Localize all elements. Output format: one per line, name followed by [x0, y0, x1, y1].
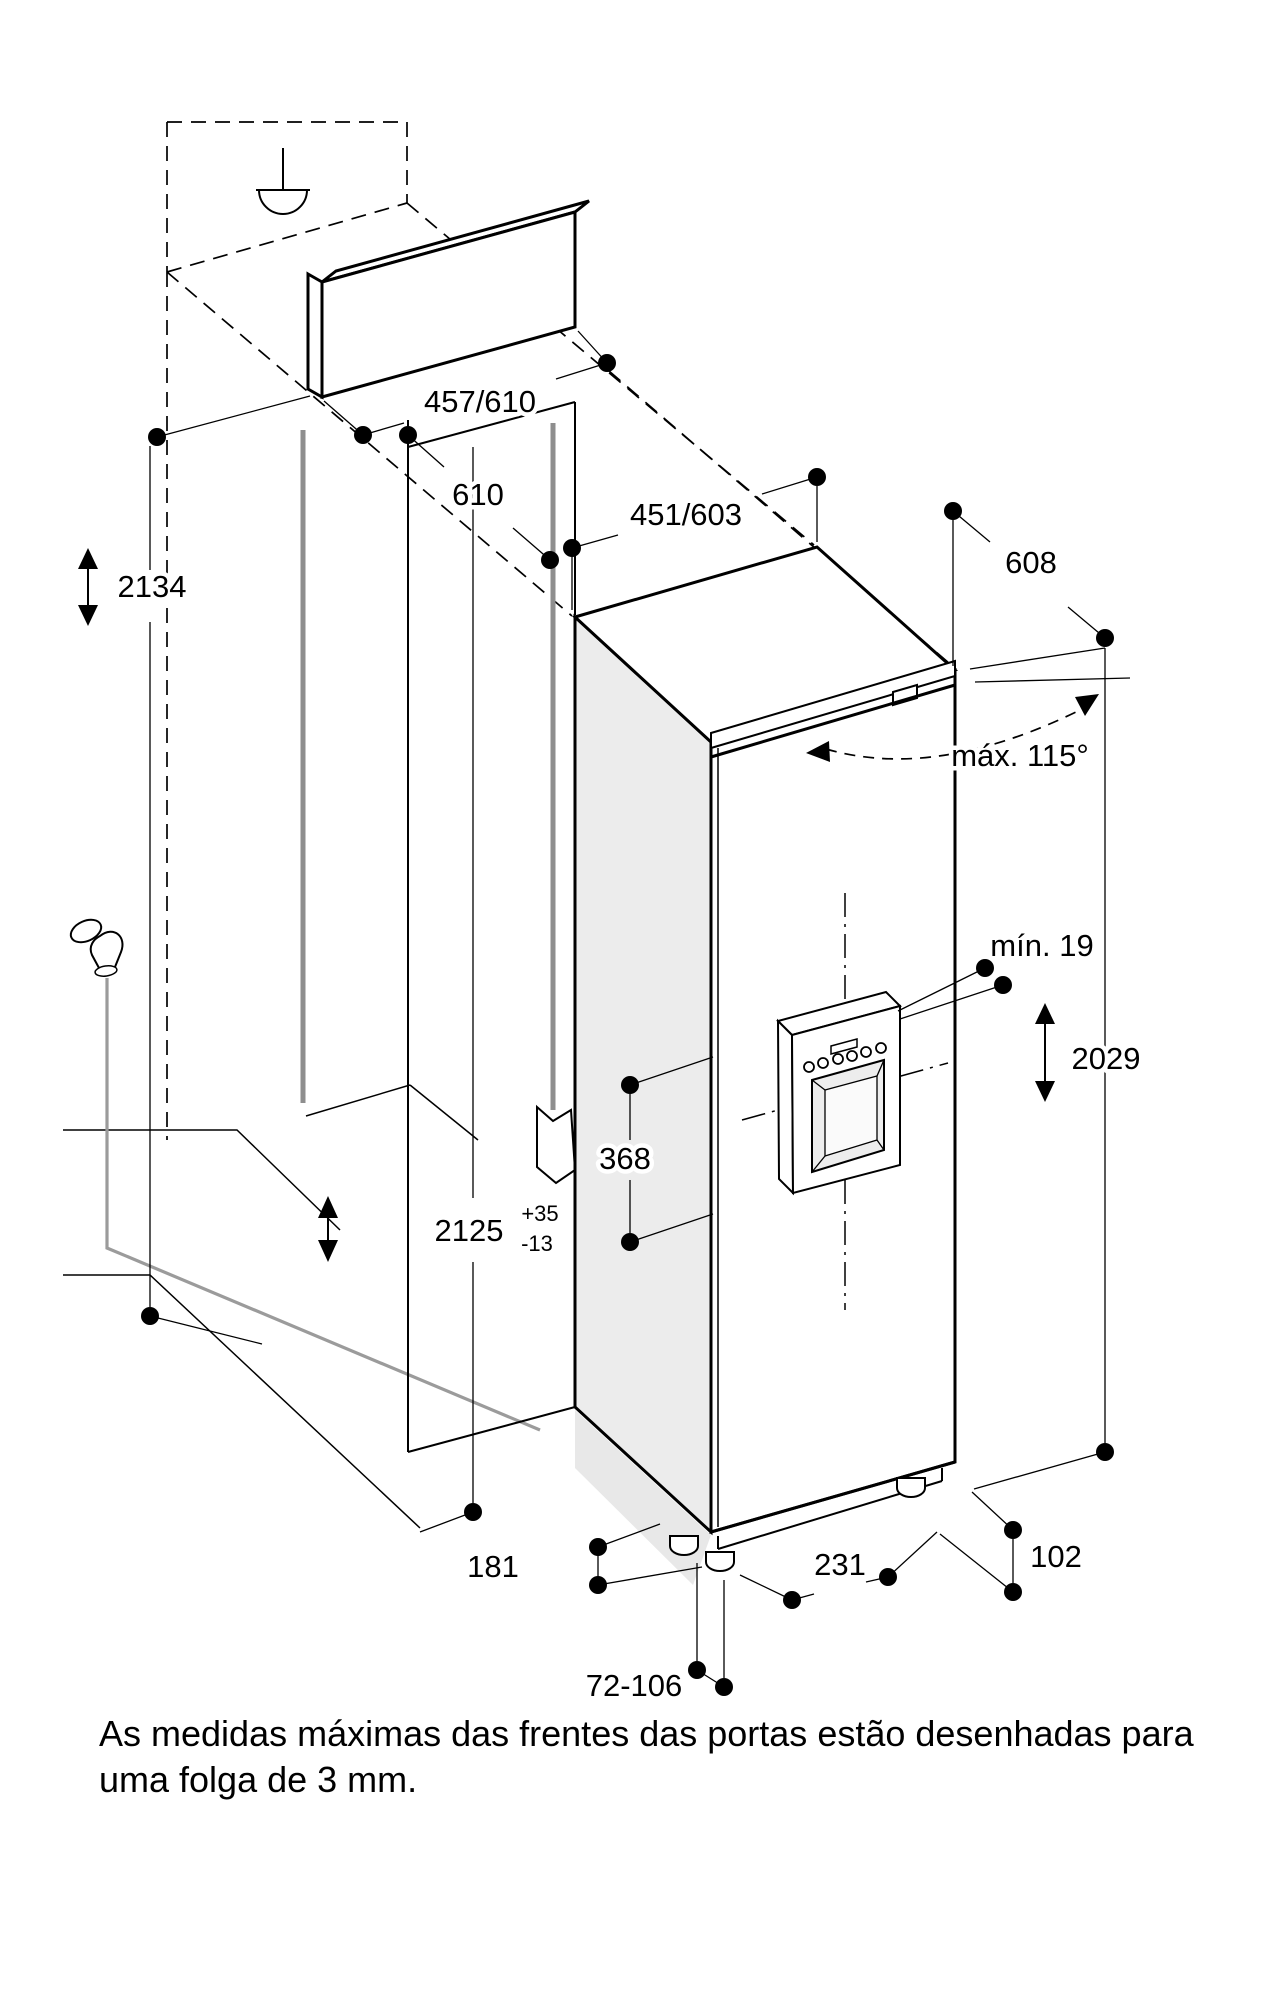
- dim-label-door-swing: máx. 115°: [951, 738, 1089, 773]
- caption-line-2: uma folga de 3 mm.: [99, 1759, 417, 1800]
- dim-label-right-height: 2029: [1072, 1041, 1141, 1076]
- dimension-dot: [589, 1538, 607, 1556]
- dimension-dot: [976, 959, 994, 977]
- dimension-dot: [464, 1503, 482, 1521]
- dim-foot-range: [688, 1563, 733, 1696]
- dim-base-right: [939, 1491, 1022, 1601]
- dimension-dot: [879, 1568, 897, 1586]
- dim-label-foot-range: 72-106: [586, 1668, 683, 1703]
- dim-niche-width: [399, 426, 559, 569]
- dim-base-left: [589, 1523, 703, 1594]
- dimension-dot: [783, 1591, 801, 1609]
- dimension-dot: [598, 354, 616, 372]
- dimension-dot: [1004, 1583, 1022, 1601]
- dim-label-min-gap: mín. 19: [990, 928, 1093, 963]
- service-cutout-notch: [536, 1104, 577, 1185]
- dimension-dot: [141, 1307, 159, 1325]
- dim-label-niche-width: 610: [452, 477, 504, 512]
- dimension-dot: [621, 1076, 639, 1094]
- dimension-dot: [354, 426, 372, 444]
- dispenser-centerline-horizontal: [741, 1062, 949, 1121]
- dimension-dot: [994, 976, 1012, 994]
- cabinet-base: [669, 1460, 956, 1572]
- caption-line-1: As medidas máximas das frentes das porta…: [99, 1713, 1195, 1754]
- door-swing-arc: [806, 647, 1131, 762]
- dim-cabinet-depth: [944, 502, 1114, 1490]
- dispenser-buttons: [803, 1042, 887, 1073]
- dim-label-cabinet-depth: 608: [1005, 545, 1057, 580]
- water-supply-line: [105, 978, 541, 1432]
- dimension-dot: [715, 1678, 733, 1696]
- dimension-dot: [1004, 1521, 1022, 1539]
- dim-right-height: [1035, 1003, 1055, 1102]
- dim-label-base-right: 102: [1030, 1539, 1082, 1574]
- floor-lines: [63, 1129, 421, 1529]
- dim-top-panel: [323, 330, 616, 444]
- dim-min-gap: [897, 959, 1012, 1020]
- dimension-dot: [688, 1661, 706, 1679]
- niche-structure: [300, 401, 577, 1453]
- dimension-dot: [944, 502, 962, 520]
- dim-cutout-height: [621, 1056, 714, 1251]
- power-socket-icon: [256, 148, 310, 215]
- dim-label-base-mid: 231: [814, 1547, 866, 1582]
- door-handle-strip: [710, 659, 956, 759]
- dimension-dot: [541, 551, 559, 569]
- dim-base-mid: [739, 1531, 938, 1609]
- dim-label-base-left: 181: [467, 1549, 519, 1584]
- adjustable-foot: [705, 1551, 735, 1572]
- dim-door-width: [563, 468, 826, 610]
- dim-label-door-width: 451/603: [630, 497, 742, 532]
- dimension-dot: [399, 426, 417, 444]
- dim-label-cutout-height: 368: [599, 1141, 651, 1176]
- dim-left-height: [78, 395, 311, 1345]
- dim-label-top-panel: 457/610: [424, 384, 536, 419]
- dimension-dot: [808, 468, 826, 486]
- water-tap-icon: [69, 918, 124, 977]
- dim-label-niche-height-minus: -13: [521, 1231, 553, 1256]
- top-filler-panel: [306, 199, 590, 400]
- dispenser-display: [830, 1038, 858, 1055]
- adjustable-foot: [896, 1477, 926, 1498]
- dimension-dot: [148, 428, 166, 446]
- water-ice-dispenser: [776, 990, 902, 1196]
- dimension-dot: [621, 1233, 639, 1251]
- dimension-dot: [589, 1576, 607, 1594]
- dim-label-niche-height-plus: +35: [521, 1201, 558, 1226]
- dim-label-left-height: 2134: [118, 569, 187, 604]
- dim-niche-height: [318, 447, 482, 1533]
- dimension-dot: [1096, 629, 1114, 647]
- adjustable-foot: [669, 1535, 699, 1556]
- dimension-dot: [563, 539, 581, 557]
- dim-label-niche-height: 2125: [435, 1213, 504, 1248]
